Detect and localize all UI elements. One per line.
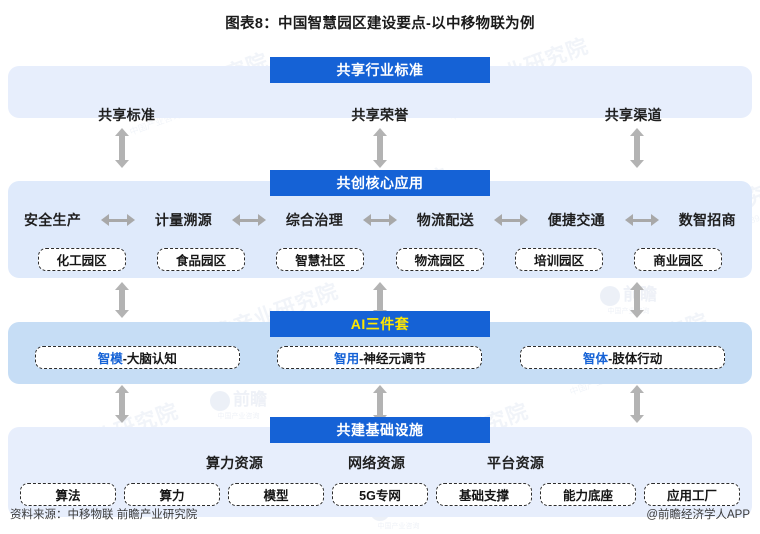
label-shared-standard: 共享标准 (98, 107, 156, 123)
label-network-resource: 网络资源 (348, 455, 406, 471)
chip-commercial-park[interactable]: 商业园区 (634, 248, 723, 271)
label-digital-invest: 数智招商 (678, 212, 736, 228)
double-arrow-icon (624, 214, 659, 226)
double-arrow-icon (362, 214, 397, 226)
connector-arrow-vertical (115, 128, 129, 168)
credit-note: @前瞻经济学人APP (646, 509, 750, 521)
chip-rest: -神经元调节 (359, 352, 426, 366)
connector-arrow-vertical (630, 385, 644, 423)
connector-arrow-vertical (373, 128, 387, 168)
chart-title: 图表8：中国智慧园区建设要点-以中移物联为例 (225, 16, 535, 32)
chip-5g-private-net[interactable]: 5G专网 (332, 483, 428, 506)
label-convenient-trans: 便捷交通 (547, 212, 605, 228)
label-comprehensive-gov: 综合治理 (285, 212, 344, 228)
diagram-canvas: 共享行业标准 共享标准 共享荣誉 共享渠道 共创核心应用 安全生产 计量溯源 综… (0, 33, 760, 517)
section-cap-co-created-core-apps: 共创核心应用 (270, 170, 490, 196)
chip-prefix: 智用 (334, 352, 360, 366)
label-safe-production: 安全生产 (23, 212, 82, 228)
source-note: 资料来源：中移物联 前瞻产业研究院 (10, 509, 198, 521)
label-logistics-deliver: 物流配送 (416, 212, 474, 228)
chip-logistics-park[interactable]: 物流园区 (395, 248, 484, 271)
section-3-chip-row: 智模-大脑认知 智用-神经元调节 智体-肢体行动 (0, 346, 760, 369)
chip-zhimo-brain-cognition[interactable]: 智模-大脑认知 (34, 346, 240, 369)
label-shared-honor: 共享荣誉 (351, 107, 409, 123)
section-cap-shared-industry-standards: 共享行业标准 (270, 57, 490, 83)
double-arrow-icon (101, 214, 136, 226)
chip-rest: -肢体行动 (608, 352, 663, 366)
double-arrow-icon (493, 214, 528, 226)
chip-chemical-park[interactable]: 化工园区 (37, 248, 126, 271)
label-platform-resource: 平台资源 (487, 455, 545, 471)
label-shared-channel: 共享渠道 (604, 107, 662, 123)
chip-training-park[interactable]: 培训园区 (514, 248, 603, 271)
label-metrology-trace: 计量溯源 (154, 212, 213, 228)
chip-zhiti-limb-action[interactable]: 智体-肢体行动 (520, 346, 726, 369)
chip-model[interactable]: 模型 (228, 483, 324, 506)
label-compute-resource: 算力资源 (206, 455, 264, 471)
section-2-chip-row: 化工园区 食品园区 智慧社区 物流园区 培训园区 商业园区 (0, 248, 760, 271)
section-cap-ai-three-piece-suite: AI三件套 (270, 311, 490, 337)
section-cap-co-built-infrastructure: 共建基础设施 (270, 417, 490, 443)
section-panel-co-created-core-apps (8, 181, 752, 278)
chip-basic-support[interactable]: 基础支撑 (436, 483, 532, 506)
chip-algorithm[interactable]: 算法 (20, 483, 116, 506)
chip-computing-power[interactable]: 算力 (124, 483, 220, 506)
connector-arrow-vertical (630, 282, 644, 318)
section-2-label-row: 安全生产 计量溯源 综合治理 物流配送 便捷交通 数智招商 (0, 210, 760, 230)
chip-zhiyong-neuron-regulation[interactable]: 智用-神经元调节 (277, 346, 483, 369)
footer: 资料来源：中移物联 前瞻产业研究院 @前瞻经济学人APP (0, 506, 760, 522)
chip-application-factory[interactable]: 应用工厂 (644, 483, 740, 506)
connector-arrow-vertical (115, 282, 129, 318)
chip-food-park[interactable]: 食品园区 (156, 248, 245, 271)
chip-smart-community[interactable]: 智慧社区 (276, 248, 365, 271)
section-1-label-row: 共享标准 共享荣誉 共享渠道 (0, 105, 760, 125)
double-arrow-icon (231, 214, 266, 226)
chip-capability-base[interactable]: 能力底座 (540, 483, 636, 506)
section-4-chip-row: 算法 算力 模型 5G专网 基础支撑 能力底座 应用工厂 (0, 483, 760, 506)
connector-arrow-vertical (115, 385, 129, 423)
chip-prefix: 智模 (97, 352, 123, 366)
connector-arrow-vertical (630, 128, 644, 168)
chip-prefix: 智体 (583, 352, 609, 366)
chip-rest: -大脑认知 (122, 352, 177, 366)
